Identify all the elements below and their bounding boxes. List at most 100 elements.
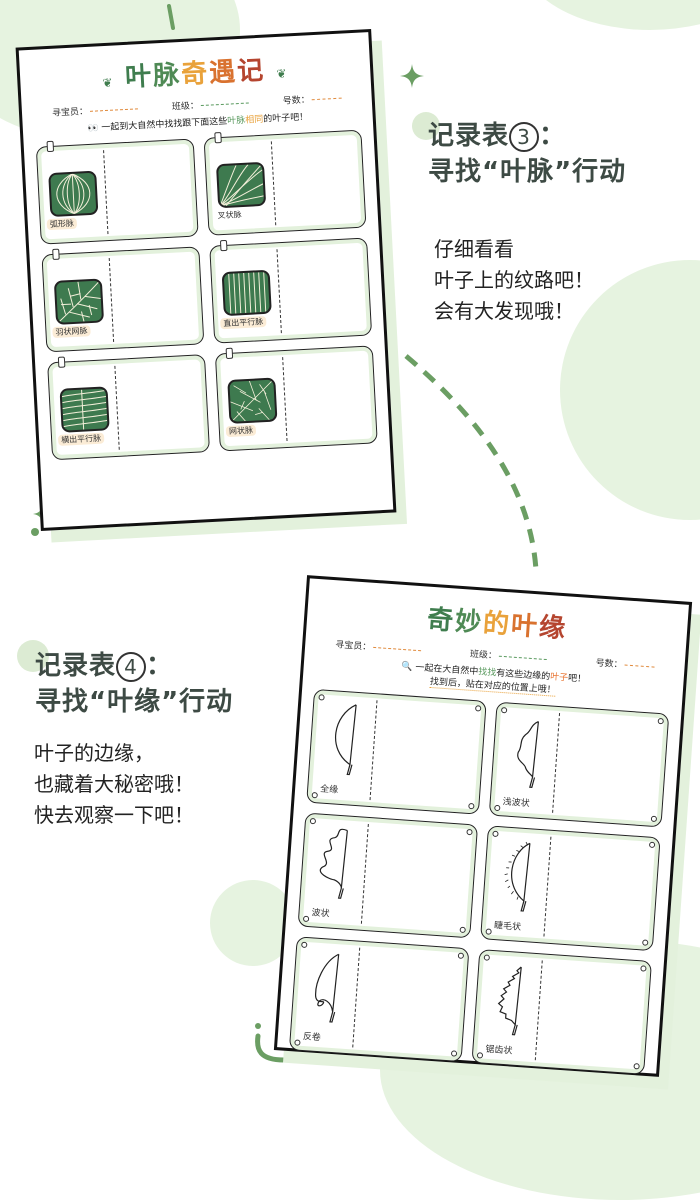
field-label: 班级：	[171, 101, 200, 113]
section4-description: 叶子的边缘， 也藏着大秘密哦！ 快去观察一下吧！	[34, 738, 194, 831]
pin-dot	[450, 1050, 458, 1057]
dashed-divider	[534, 960, 543, 1061]
margin-card-revolute[interactable]: 反卷	[288, 936, 470, 1063]
margin-card-entire[interactable]: 全缘	[306, 688, 487, 815]
number-field[interactable]: 号数：	[282, 91, 342, 107]
field-line	[498, 655, 547, 661]
clip-icon	[225, 347, 234, 360]
serrate-leaf-icon	[497, 966, 522, 1036]
heading-subtitle: 寻找“叶缘”行动	[35, 687, 234, 717]
magnifier-icon: 🔍	[400, 661, 413, 673]
field-label: 号数：	[595, 658, 623, 671]
clip-icon	[214, 131, 222, 144]
dot-decor-4	[17, 640, 49, 672]
pin-dot	[474, 705, 482, 712]
title-char: 的	[482, 608, 513, 641]
vein-card-arc[interactable]: 弧形脉	[35, 138, 199, 245]
heading-colon: ：	[539, 121, 567, 151]
dashed-divider	[351, 947, 360, 1048]
pin-dot	[466, 828, 473, 836]
dashed-divider	[276, 249, 282, 334]
pin-dot	[633, 1063, 640, 1070]
vein-card-parallel[interactable]: 直出平行脉	[209, 237, 373, 344]
number-field[interactable]: 号数：	[595, 655, 655, 672]
pin-dot	[459, 926, 466, 934]
class-field[interactable]: 班级：	[470, 647, 548, 665]
margin-label: 波状	[311, 908, 330, 920]
arc-vein-swatch	[48, 170, 99, 218]
pin-dot	[642, 939, 649, 946]
wavy-leaf-icon	[319, 828, 348, 899]
title-char: 缘	[537, 612, 568, 645]
seeker-field[interactable]: 寻宝员：	[335, 637, 422, 656]
dashed-divider	[102, 150, 108, 235]
dashed-divider	[270, 141, 276, 226]
description-line: 也藏着大秘密哦！	[34, 772, 194, 796]
dashed-divider	[113, 365, 120, 450]
instruction-text: 的叶子吧！	[262, 112, 309, 125]
pinnate-vein-swatch	[53, 278, 105, 325]
vein-label: 横出平行脉	[57, 432, 105, 446]
vein-card-fork[interactable]: 叉状脉	[203, 129, 367, 236]
dot-decor-3	[412, 112, 440, 140]
margin-card-serrate[interactable]: 锯齿状	[471, 949, 652, 1075]
margin-label: 睫毛状	[493, 921, 522, 933]
vein-label: 弧形脉	[46, 217, 78, 231]
bg-blob-top-right	[520, 0, 700, 30]
title-char: 遇	[208, 57, 238, 89]
pin-dot	[500, 706, 508, 714]
section3-description: 仔细看看 叶子上的纹路吧！ 会有大发现哦！	[434, 234, 594, 327]
pin-dot	[309, 817, 317, 825]
margin-card-wavy[interactable]: 波状	[297, 812, 479, 939]
pin-dot	[657, 717, 664, 725]
stroke-decor	[167, 4, 175, 30]
class-field[interactable]: 班级：	[171, 96, 249, 113]
vein-label: 羽状网脉	[52, 325, 91, 339]
pin-dot	[302, 915, 310, 923]
margin-card-ciliate[interactable]: 睫毛状	[480, 825, 661, 952]
leaf-icon: ❦	[102, 75, 115, 91]
horizontal-vein-swatch	[59, 386, 110, 433]
parallel-vein-swatch	[221, 269, 272, 317]
description-line: 仔细看看	[434, 237, 514, 261]
ciliate-leaf-icon	[504, 841, 531, 912]
field-line	[90, 108, 138, 112]
vein-card-net[interactable]: 网状脉	[214, 345, 378, 452]
pin-dot	[294, 1039, 301, 1046]
field-label: 寻宝员：	[51, 106, 89, 119]
clip-icon	[57, 356, 66, 368]
seeker-field[interactable]: 寻宝员：	[51, 101, 139, 119]
dashed-divider	[281, 357, 288, 442]
field-label: 寻宝员：	[334, 640, 372, 653]
pin-dot	[492, 830, 499, 838]
eyes-icon: 👀	[87, 123, 99, 134]
worksheet-leaf-veins: ❦ 叶脉奇遇记 ❦ 寻宝员： 班级： 号数： 👀 一起到大自然中找找跟下面这些叶…	[15, 29, 397, 531]
dashed-connector	[404, 354, 539, 571]
vein-label: 网状脉	[225, 424, 257, 438]
vein-label: 叉状脉	[217, 210, 242, 221]
dashed-divider	[542, 836, 551, 937]
instruction-highlight: 叶脉	[227, 115, 246, 127]
vein-card-grid: 弧形脉 叉状脉 羽状网脉 直出平行脉 横出平行脉	[23, 121, 390, 469]
pin-dot	[494, 804, 501, 812]
title-char: 奇	[426, 604, 457, 637]
field-label: 号数：	[282, 95, 310, 107]
circle-number: 3	[509, 121, 540, 152]
pin-dot	[640, 965, 647, 972]
pin-dot	[648, 841, 656, 849]
shallow-wavy-leaf-icon	[517, 721, 540, 788]
heading-text: 记录表	[35, 651, 117, 681]
description-line: 叶子的边缘，	[34, 741, 154, 765]
margin-card-shallow-wavy[interactable]: 浅波状	[488, 701, 670, 828]
pin-dot	[311, 791, 318, 799]
vein-card-horizontal[interactable]: 横出平行脉	[47, 354, 211, 461]
title-char: 叶	[124, 61, 155, 93]
dashed-divider	[108, 258, 114, 342]
entire-leaf-icon	[335, 704, 357, 776]
vein-card-pinnate[interactable]: 羽状网脉	[41, 246, 205, 353]
heading-text: 记录表	[428, 121, 510, 151]
margin-card-grid: 全缘 浅波状 波状 睫毛状 反卷	[276, 680, 681, 1084]
margin-label: 全缘	[319, 784, 339, 796]
